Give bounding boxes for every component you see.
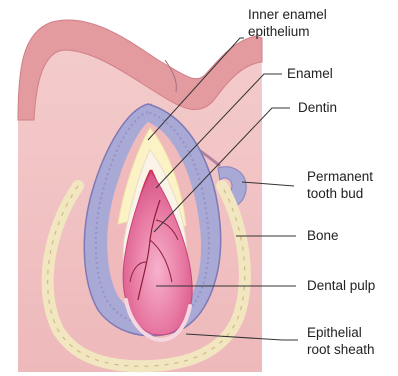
label-enamel: Enamel xyxy=(287,65,333,82)
label-bone: Bone xyxy=(307,227,339,244)
label-permanent-tooth-bud: Permanent tooth bud xyxy=(307,168,373,202)
label-inner-enamel-epithelium: Inner enamel epithelium xyxy=(248,6,327,40)
label-dental-pulp: Dental pulp xyxy=(307,277,375,294)
label-permanent-tooth-bud-line-2: tooth bud xyxy=(307,185,373,202)
label-inner-enamel-epithelium-line-2: epithelium xyxy=(248,23,327,40)
label-epithelial-root-sheath: Epithelial root sheath xyxy=(307,324,375,358)
label-inner-enamel-epithelium-line-1: Inner enamel xyxy=(248,6,327,23)
label-permanent-tooth-bud-line-1: Permanent xyxy=(307,168,373,185)
label-epithelial-root-sheath-line-1: Epithelial xyxy=(307,324,375,341)
label-dentin: Dentin xyxy=(298,99,337,116)
label-epithelial-root-sheath-line-2: root sheath xyxy=(307,341,375,358)
